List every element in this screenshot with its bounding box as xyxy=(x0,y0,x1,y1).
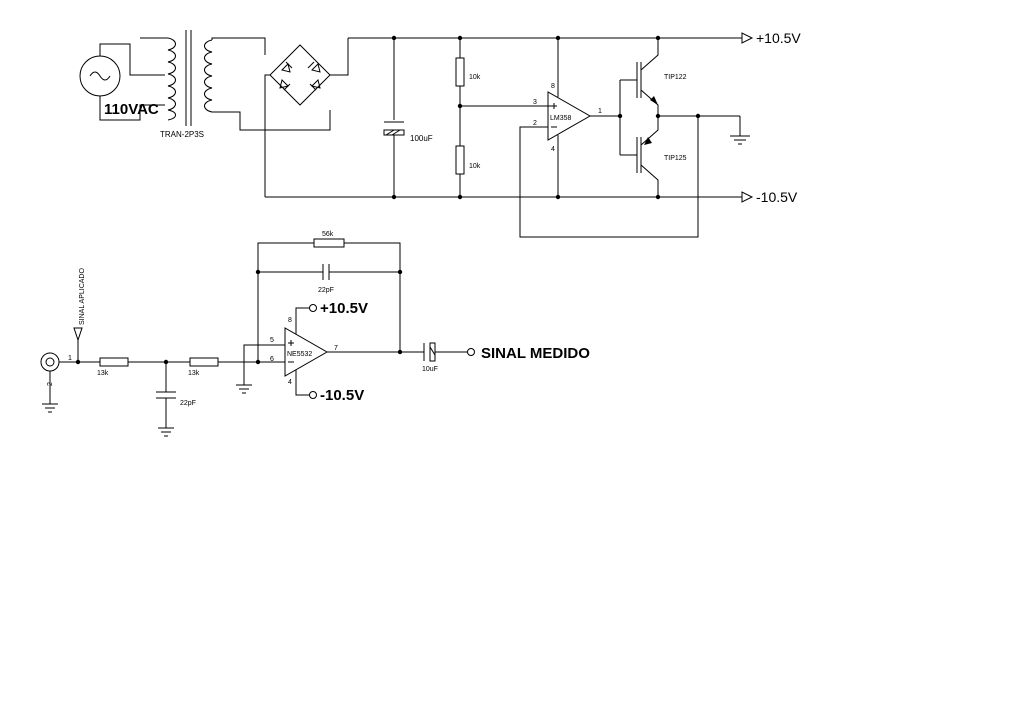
negative-rail-label: -10.5V xyxy=(756,189,798,205)
ne5532-pin-vcc: 8 xyxy=(288,317,292,324)
bridge-rectifier xyxy=(264,38,349,197)
opamp-positive-supply-label: +10.5V xyxy=(320,300,368,317)
tip122-label: TIP122 xyxy=(664,74,687,81)
lm358-opamp xyxy=(519,38,699,238)
ne5532-pin-out: 7 xyxy=(334,345,338,352)
output-transistors xyxy=(619,38,750,197)
lm358-pin-out: 1 xyxy=(598,108,602,115)
lm358-pin-minus: 2 xyxy=(533,120,537,127)
divider-bottom-resistor-label: 10k xyxy=(469,163,481,170)
lm358-pin-vcc: 8 xyxy=(551,83,555,90)
shunt-capacitor xyxy=(156,362,176,437)
input-resistor-1 xyxy=(99,357,129,367)
tip125-label: TIP125 xyxy=(664,155,687,162)
source-voltage-label: 110VAC xyxy=(104,101,159,118)
output-signal-label: SINAL MEDIDO xyxy=(481,345,590,362)
ne5532-pin-plus: 5 xyxy=(270,337,274,344)
positive-rail-arrow-icon xyxy=(741,32,754,44)
input-connector xyxy=(40,327,100,413)
feedback-capacitor-label: 22pF xyxy=(318,287,334,294)
supply-capacitor-label: 100uF xyxy=(410,134,433,143)
feedback-resistor-label: 56k xyxy=(322,231,334,238)
feedback-network xyxy=(257,238,401,362)
transformer-label: TRAN-2P3S xyxy=(160,130,204,139)
connector-pin-1: 1 xyxy=(68,355,72,362)
negative-rail-arrow-icon xyxy=(741,191,754,203)
connector-pin-2: 2 xyxy=(47,382,54,386)
opamp-negative-supply-label: -10.5V xyxy=(320,387,364,404)
supply-capacitor xyxy=(383,38,405,197)
input-signal-label: SINAL APLICADO xyxy=(79,268,86,325)
input-resistor-2-label: 13k xyxy=(188,370,200,377)
power-supply-circuit: 110VAC TRAN-2P3S xyxy=(79,30,801,238)
ac-source xyxy=(79,43,165,121)
lm358-pin-plus: 3 xyxy=(533,99,537,106)
ne5532-label: NE5532 xyxy=(287,351,312,358)
output-capacitor xyxy=(420,342,475,362)
input-resistor-2 xyxy=(189,357,219,367)
output-capacitor-label: 10uF xyxy=(422,366,438,373)
ne5532-opamp xyxy=(284,304,420,399)
transformer xyxy=(140,30,331,131)
filter-amplifier-circuit: SINAL APLICADO 1 2 13k 22pF 13k xyxy=(40,231,590,437)
divider-top-resistor-label: 10k xyxy=(469,74,481,81)
ne5532-pin-minus: 6 xyxy=(270,356,274,363)
lm358-pin-gnd: 4 xyxy=(551,146,555,153)
ne5532-pin-gnd: 4 xyxy=(288,379,292,386)
voltage-divider xyxy=(455,38,555,197)
positive-rail-label: +10.5V xyxy=(756,30,801,46)
input-resistor-1-label: 13k xyxy=(97,370,109,377)
shunt-capacitor-label: 22pF xyxy=(180,400,196,407)
lm358-label: LM358 xyxy=(550,115,572,122)
